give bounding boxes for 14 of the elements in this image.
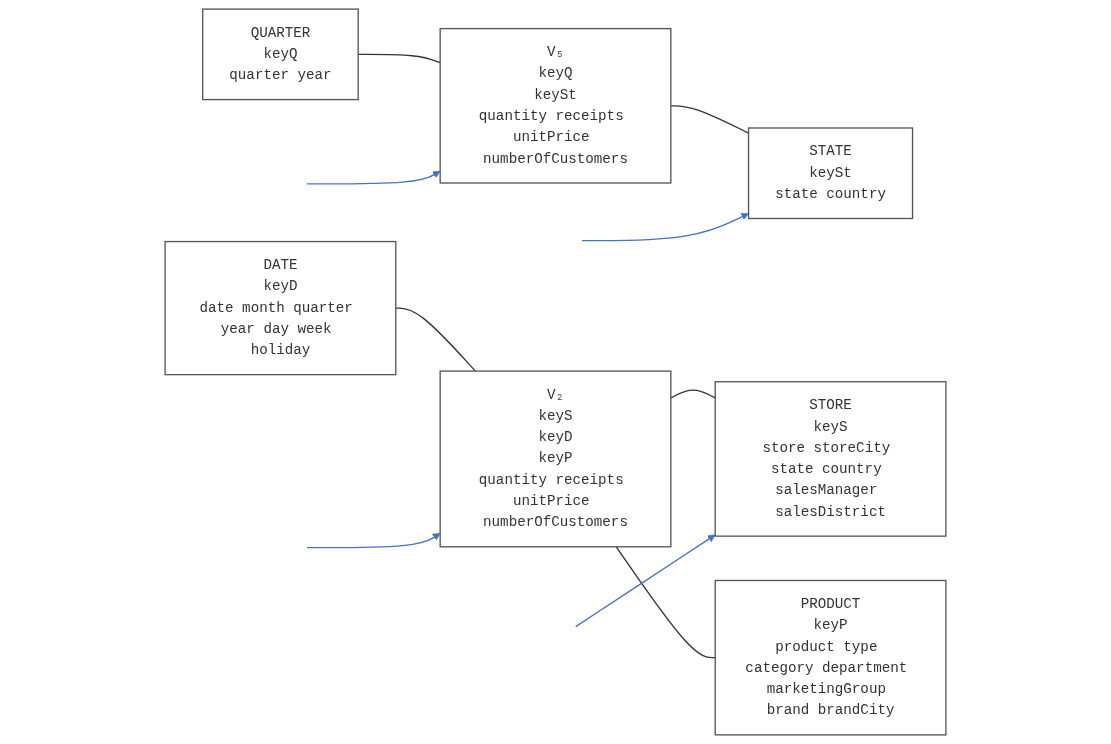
arrow [575, 534, 716, 628]
node-box: V₅ keyQ keySt quantity receipts unitPrice numberOfCustomers [439, 27, 672, 184]
node-box: STORE keyS store storeCity state country salesManager salesDistrict [714, 381, 947, 537]
node-box: V₂ keyS keyD keyP quantity receipts unitPrice numberOfCustomers [439, 370, 672, 548]
arrow [306, 533, 441, 549]
node-box: DATE keyD date month quarter year day week holiday [164, 240, 397, 376]
node-box: STATE keySt state country [747, 127, 914, 220]
arrow [581, 213, 749, 242]
node-box: QUARTER keyQ quarter year [202, 8, 359, 101]
connector [615, 546, 716, 659]
connector [395, 307, 477, 372]
connector [670, 389, 716, 399]
arrow [306, 170, 441, 185]
node-box: PRODUCT keyP product type category department marketingGroup brand brandCity [714, 579, 947, 736]
